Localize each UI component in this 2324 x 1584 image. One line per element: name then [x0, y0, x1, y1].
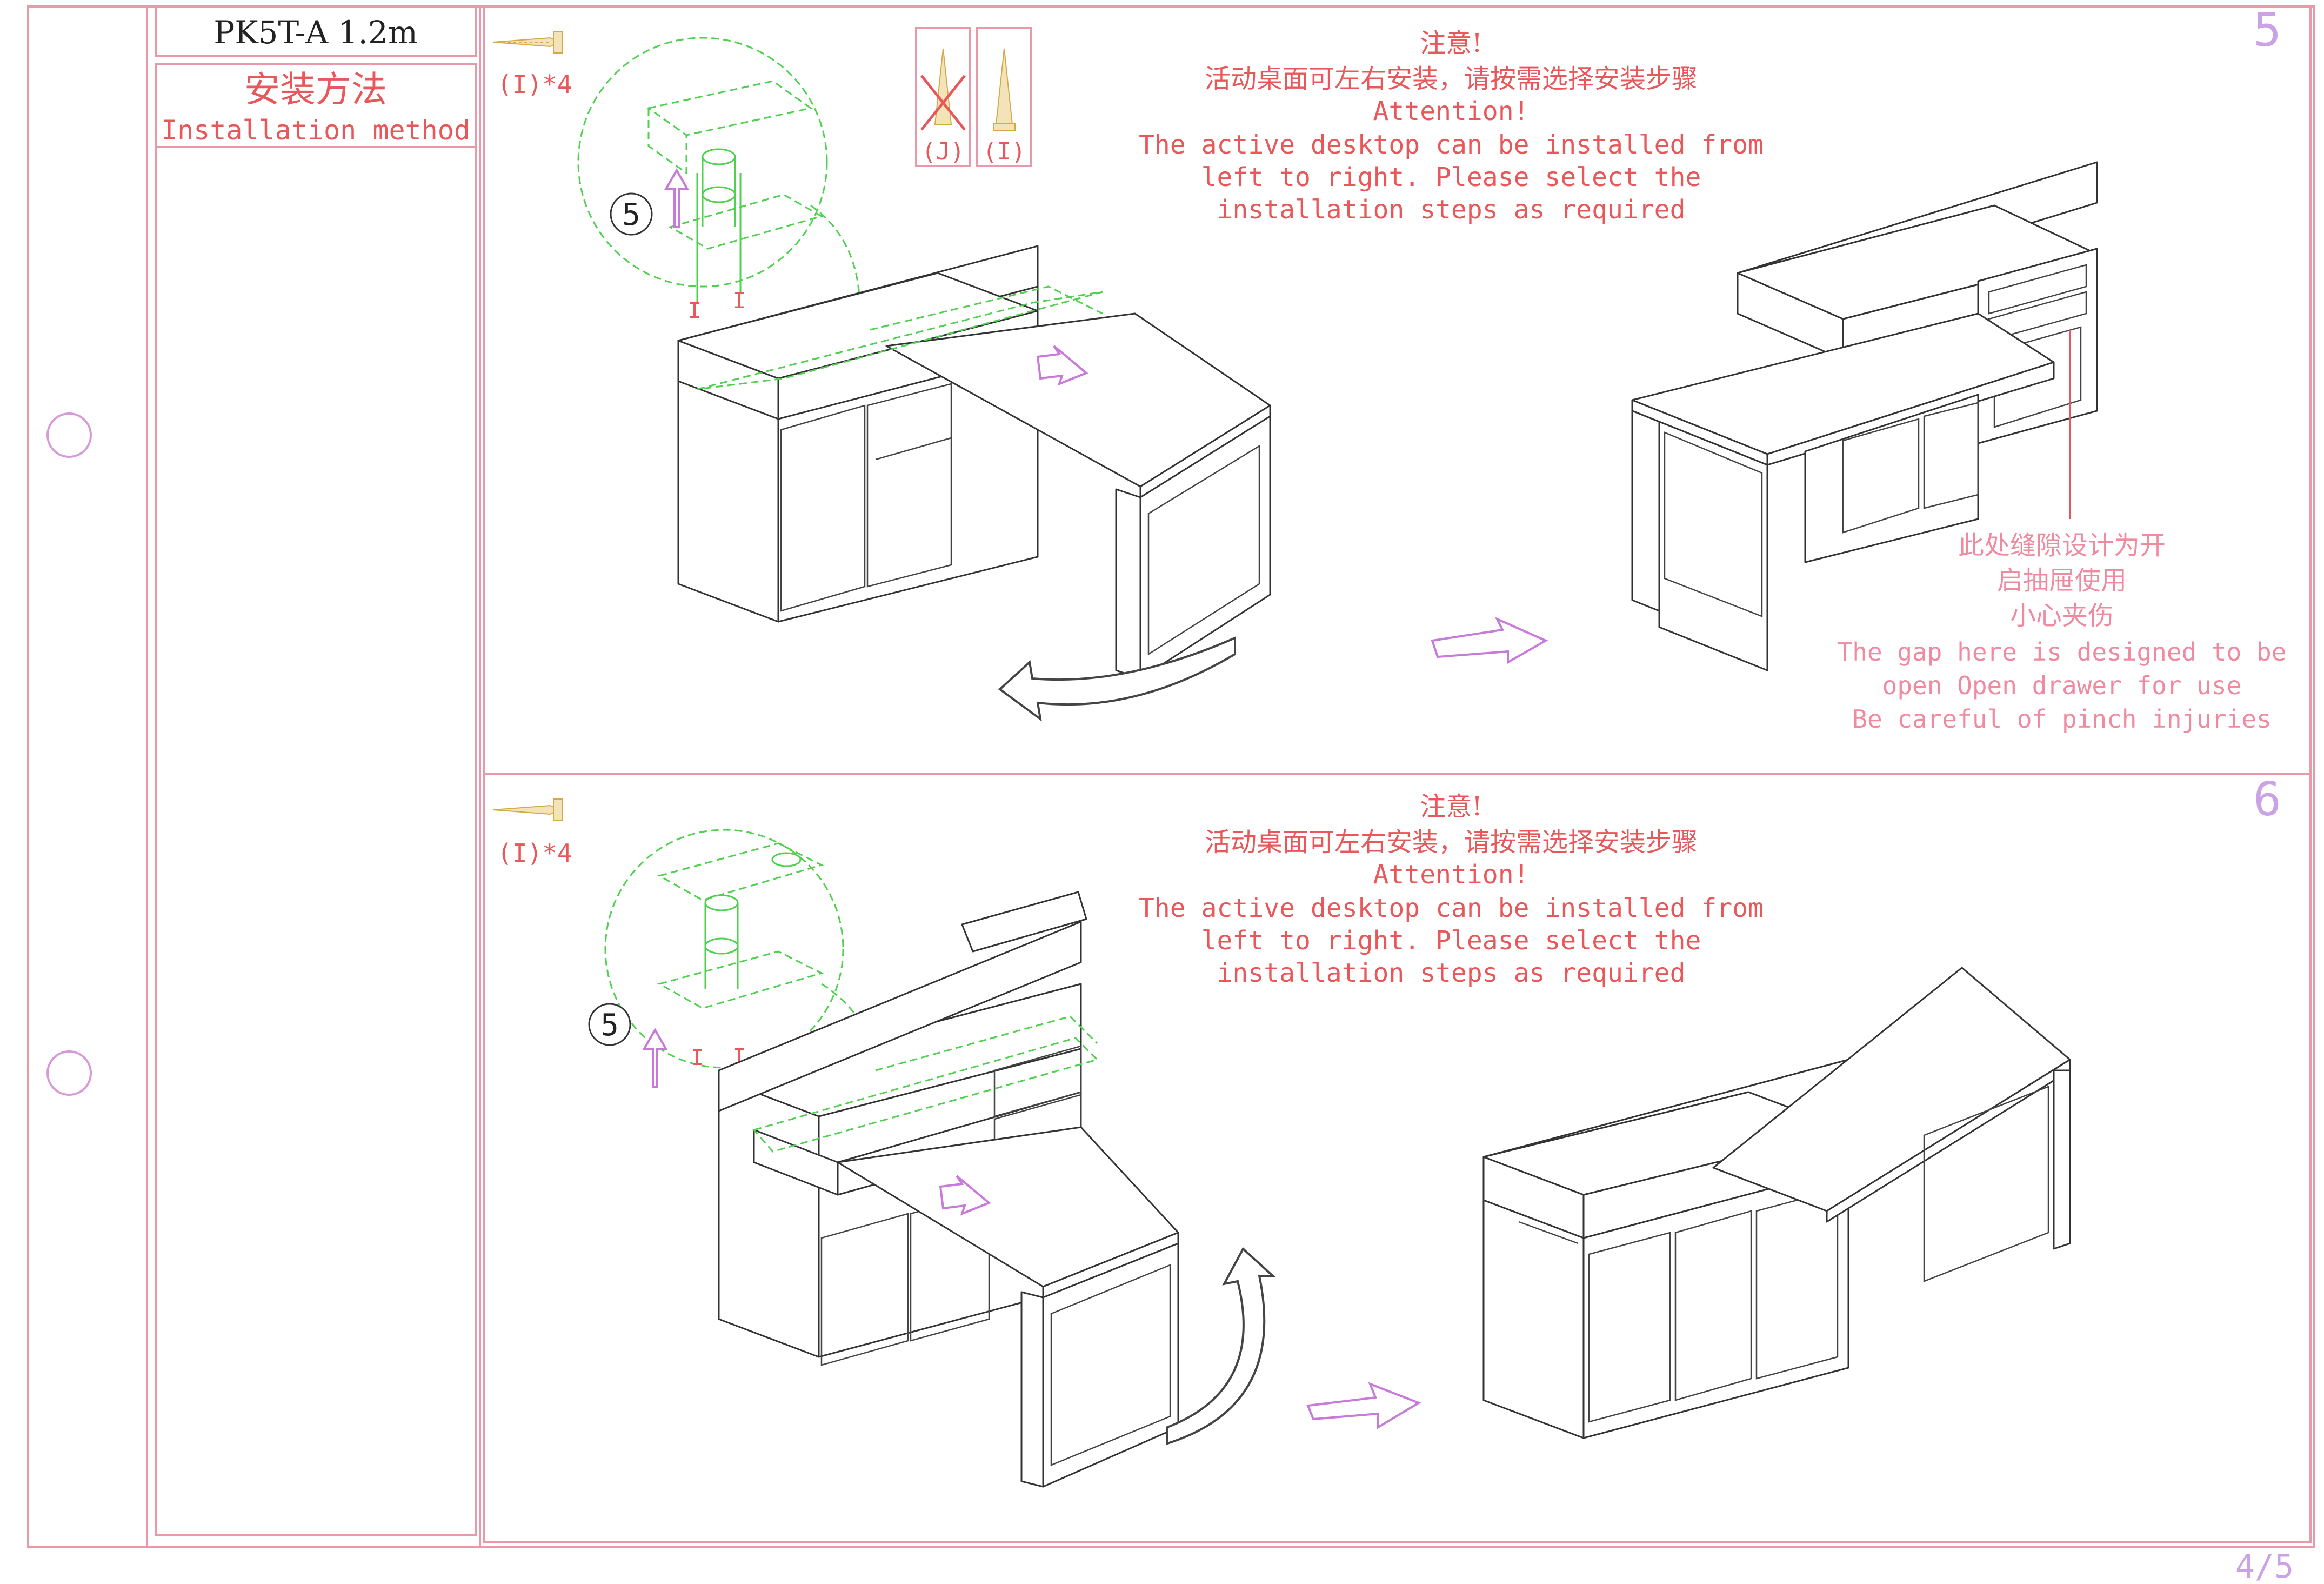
screw-icon	[492, 31, 563, 54]
notice-title-en: Attention!	[1373, 860, 1530, 890]
rotate-arrow-icon	[1166, 1247, 1276, 1445]
notice-line-en: installation steps as required	[1217, 958, 1686, 988]
screw-icon	[993, 48, 1016, 131]
detail-label: I	[733, 289, 746, 314]
notice-block: 注意! 活动桌面可左右安装，请按需选择安装步骤 Attention! The a…	[1139, 28, 1764, 225]
notice-title-cn: 注意!	[1420, 28, 1482, 58]
gap-note-cn: 此处缝隙设计为开	[1958, 530, 2166, 561]
notice-body-cn: 活动桌面可左右安装，请按需选择安装步骤	[1205, 827, 1698, 857]
detail-label: I	[688, 298, 701, 323]
page-number: 4/5	[2235, 1548, 2294, 1584]
section-title-en: Installation method	[161, 115, 470, 146]
screw-icon	[492, 798, 563, 821]
detail-label: I	[691, 1046, 704, 1070]
gap-note-cn: 启抽屉使用	[1997, 565, 2127, 596]
section-title-cn: 安装方法	[244, 69, 387, 110]
gap-note-cn: 小心夹伤	[2010, 601, 2114, 631]
gap-note-en: Be careful of pinch injuries	[1852, 704, 2271, 734]
notice-title-cn: 注意!	[1420, 791, 1482, 822]
part-label-i: (I)	[983, 138, 1025, 165]
binder-hole-bottom	[46, 1050, 92, 1096]
title-block: PK5T-A 1.2m 安装方法 Installation method	[155, 5, 477, 1536]
detail-magnifier: 5 I I I	[588, 829, 896, 1133]
up-arrow-icon	[664, 168, 690, 228]
parts-box: (J) (I)	[915, 27, 1032, 167]
callout-number: 5	[622, 197, 640, 232]
desk-assembly-right	[1482, 967, 2071, 1439]
step-panel-6	[483, 773, 2312, 1543]
next-arrow-icon	[1431, 616, 1548, 664]
notice-line-en: The active desktop can be installed from	[1139, 893, 1764, 923]
step-number: 6	[2253, 773, 2281, 827]
binder-hole-top	[46, 412, 92, 458]
notice-title-en: Attention!	[1373, 96, 1530, 127]
part-label-j: (J)	[921, 138, 964, 165]
next-arrow-icon	[1306, 1382, 1421, 1429]
desk-assembly-right	[1631, 161, 2098, 671]
rotate-arrow-icon	[998, 636, 1236, 722]
screw-quantity: (I)*4	[497, 838, 572, 868]
push-arrow-icon	[939, 1175, 991, 1216]
screw-quantity: (I)*4	[497, 70, 572, 99]
model-label: PK5T-A 1.2m	[213, 14, 418, 51]
up-arrow-icon	[642, 1027, 668, 1088]
notice-body-cn: 活动桌面可左右安装，请按需选择安装步骤	[1205, 64, 1698, 94]
crossed-out-screw-icon	[920, 48, 966, 131]
step-number: 5	[2253, 3, 2281, 57]
gap-note-en: The gap here is designed to be	[1838, 637, 2287, 667]
notice-line-en: left to right. Please select the	[1201, 162, 1701, 192]
notice-block: 注意! 活动桌面可左右安装，请按需选择安装步骤 Attention! The a…	[1139, 791, 1764, 988]
desk-assembly-left	[677, 245, 1271, 722]
gap-note: 此处缝隙设计为开 启抽屉使用 小心夹伤 The gap here is desi…	[1838, 530, 2287, 734]
notice-line-en: left to right. Please select the	[1201, 926, 1701, 956]
gap-note-en: open Open drawer for use	[1882, 671, 2242, 700]
push-arrow-icon	[1036, 345, 1088, 386]
callout-number: 5	[600, 1008, 619, 1043]
desk-assembly-left	[718, 891, 1276, 1488]
notice-line-en: The active desktop can be installed from	[1139, 130, 1764, 160]
notice-line-en: installation steps as required	[1217, 195, 1686, 225]
